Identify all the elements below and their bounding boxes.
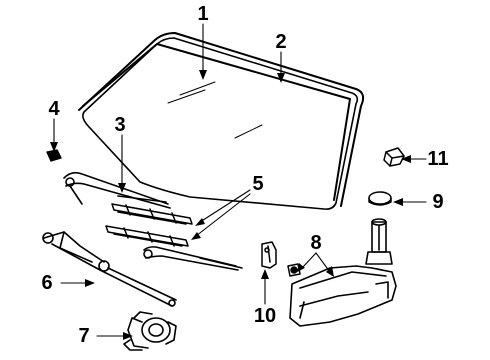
washer-reservoir <box>289 265 397 327</box>
washer-nozzle <box>383 147 405 167</box>
callout-3: 3 <box>114 114 126 136</box>
reservoir-cap <box>368 191 392 206</box>
callout-2: 2 <box>275 31 287 53</box>
callout-7: 7 <box>78 325 90 347</box>
callout-1: 1 <box>197 3 209 25</box>
wiper-arm-upper <box>63 171 171 209</box>
wiper-blade-lower <box>105 225 189 247</box>
callout-11: 11 <box>427 148 449 170</box>
callout-8: 8 <box>310 232 322 254</box>
mounting-bracket <box>261 241 277 269</box>
leader-lines <box>53 23 427 337</box>
windshield-glass <box>82 37 359 210</box>
glass-reflections <box>167 81 263 139</box>
reservoir-filler-neck <box>365 218 393 265</box>
wiper-blade-upper <box>111 203 193 225</box>
washer-pump <box>287 263 301 277</box>
callout-4: 4 <box>48 98 60 120</box>
windshield-moulding <box>78 32 365 207</box>
wiper-motor <box>123 311 177 351</box>
callout-6: 6 <box>41 272 53 294</box>
callout-5: 5 <box>252 173 264 195</box>
callout-9: 9 <box>432 191 444 213</box>
leader-arrowheads <box>50 70 411 340</box>
callout-10: 10 <box>253 305 277 327</box>
clip-part <box>46 149 62 162</box>
wiper-linkage <box>42 231 177 307</box>
wiper-arm-lower <box>143 246 243 271</box>
